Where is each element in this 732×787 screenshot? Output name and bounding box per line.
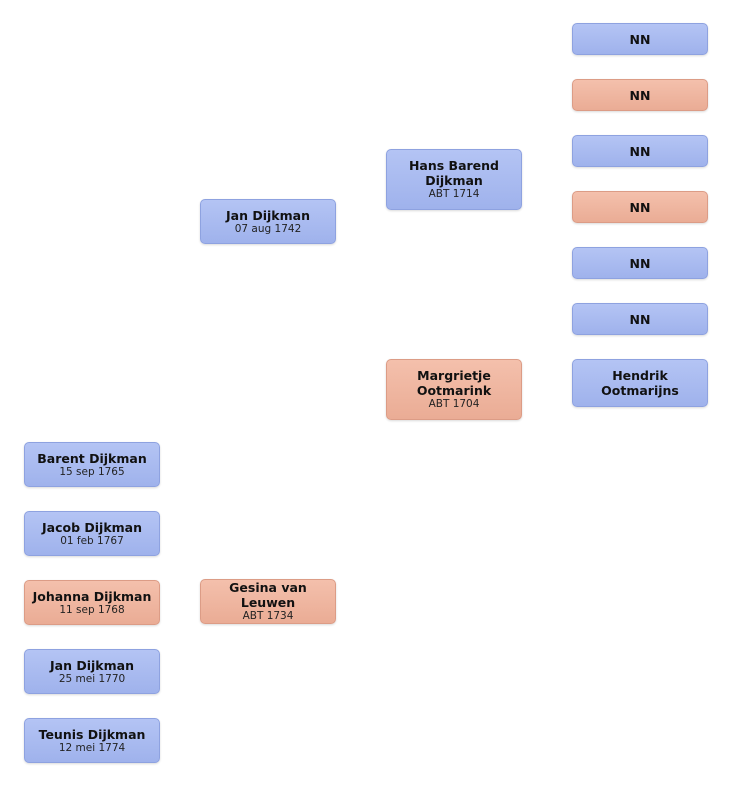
person-name: NN [629, 199, 651, 215]
person-card-jan-dijkman-child[interactable]: Jan Dijkman 25 mei 1770 [24, 649, 160, 694]
person-name: Jan Dijkman [226, 207, 310, 223]
person-card-hans-barend-dijkman[interactable]: Hans Barend Dijkman ABT 1714 [386, 149, 522, 210]
person-card-teunis-dijkman[interactable]: Teunis Dijkman 12 mei 1774 [24, 718, 160, 763]
person-card-barent-dijkman[interactable]: Barent Dijkman 15 sep 1765 [24, 442, 160, 487]
person-card-nn-1[interactable]: NN [572, 23, 708, 55]
person-name: Gesina van Leuwen [229, 580, 307, 610]
person-name: NN [629, 31, 651, 47]
person-name: Jacob Dijkman [42, 519, 142, 535]
person-card-margrietje-ootmarink[interactable]: Margrietje Ootmarink ABT 1704 [386, 359, 522, 420]
person-birth-date: 01 feb 1767 [60, 534, 124, 547]
person-card-nn-3[interactable]: NN [572, 135, 708, 167]
person-card-johanna-dijkman[interactable]: Johanna Dijkman 11 sep 1768 [24, 580, 160, 625]
person-name: NN [629, 311, 651, 327]
person-name: NN [629, 87, 651, 103]
person-card-nn-2[interactable]: NN [572, 79, 708, 111]
person-name: Barent Dijkman [37, 450, 147, 466]
person-birth-date: ABT 1734 [242, 610, 294, 622]
person-name: Jan Dijkman [50, 657, 134, 673]
person-birth-date: 12 mei 1774 [58, 741, 126, 754]
person-card-jan-dijkman-father[interactable]: Jan Dijkman 07 aug 1742 [200, 199, 336, 244]
person-birth-date: 11 sep 1768 [59, 603, 125, 616]
person-name: NN [629, 143, 651, 159]
person-name: NN [629, 255, 651, 271]
person-name: Hans Barend Dijkman [408, 158, 500, 188]
person-name: Margrietje Ootmarink [416, 368, 492, 398]
person-card-nn-4[interactable]: NN [572, 191, 708, 223]
person-birth-date: 25 mei 1770 [58, 672, 126, 685]
person-birth-date: ABT 1704 [428, 398, 480, 410]
person-card-hendrik-ootmarijns[interactable]: Hendrik Ootmarijns [572, 359, 708, 407]
person-birth-date: ABT 1714 [428, 188, 480, 200]
person-card-jacob-dijkman[interactable]: Jacob Dijkman 01 feb 1767 [24, 511, 160, 556]
person-birth-date: 15 sep 1765 [59, 465, 125, 478]
person-birth-date: 07 aug 1742 [234, 222, 302, 235]
person-name: Teunis Dijkman [38, 726, 146, 742]
person-name: Hendrik Ootmarijns [601, 368, 679, 398]
person-card-nn-6[interactable]: NN [572, 303, 708, 335]
person-card-nn-5[interactable]: NN [572, 247, 708, 279]
person-card-gesina-van-leuwen[interactable]: Gesina van Leuwen ABT 1734 [200, 579, 336, 624]
person-name: Johanna Dijkman [32, 588, 152, 604]
